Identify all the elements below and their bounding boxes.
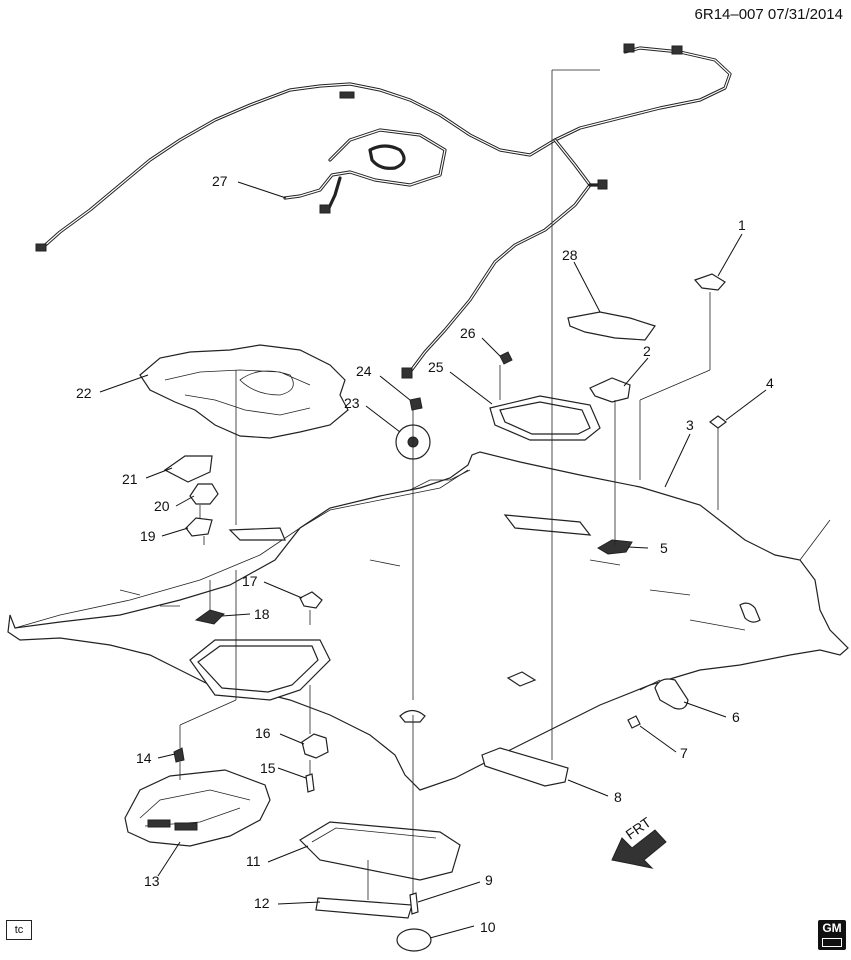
part-13-button-a [147, 819, 171, 828]
part-13-console [124, 769, 271, 847]
part-7-screw [627, 715, 641, 729]
callout-numbers: 1 2 3 4 5 6 7 8 9 10 11 12 13 14 15 16 1… [76, 173, 774, 935]
callout-19: 19 [140, 528, 156, 544]
part-8-lamp [481, 747, 569, 787]
callout-7: 7 [680, 745, 688, 761]
callout-13: 13 [144, 873, 160, 889]
part-22-detail [164, 369, 311, 416]
part-11-sunvisor [299, 821, 461, 881]
callout-27: 27 [212, 173, 228, 189]
part-16-bracket [301, 733, 329, 759]
callout-10: 10 [480, 919, 496, 935]
part-14-clip [173, 747, 185, 763]
callout-4: 4 [766, 375, 774, 391]
assembly-centerlines [179, 69, 746, 900]
callout-2: 2 [643, 343, 651, 359]
front-direction-arrow [611, 829, 667, 869]
callout-6: 6 [732, 709, 740, 725]
callout-21: 21 [122, 471, 138, 487]
part-28-pad [567, 311, 656, 341]
part-1-bracket [693, 273, 726, 291]
part-2-bracket [589, 377, 631, 403]
headliner [7, 451, 849, 791]
part-12-label [315, 897, 413, 919]
part-4-clip [709, 415, 727, 429]
callout-23: 23 [344, 395, 360, 411]
gm-logo-underline [822, 938, 842, 947]
callout-17: 17 [242, 573, 258, 589]
part-19-bracket [185, 517, 213, 537]
callout-5: 5 [660, 540, 668, 556]
callout-26: 26 [460, 325, 476, 341]
part-9-screw [409, 892, 419, 915]
callout-14: 14 [136, 750, 152, 766]
part-24-clip [409, 397, 423, 411]
callout-9: 9 [485, 872, 493, 888]
part-11-detail [311, 827, 437, 843]
callout-24: 24 [356, 363, 372, 379]
part-15-screw [305, 773, 315, 793]
callout-20: 20 [154, 498, 170, 514]
part-21-pad [163, 455, 213, 483]
callout-15: 15 [260, 760, 276, 776]
callout-leaders [99, 181, 767, 939]
part-22-bracket [139, 344, 349, 439]
callout-3: 3 [686, 417, 694, 433]
wiring-harness [35, 43, 732, 379]
part-17-bracket [299, 591, 323, 609]
part-18-pad [194, 609, 225, 625]
part-26-clip [499, 351, 513, 365]
gm-logo-text: GM [822, 921, 842, 935]
callout-18: 18 [254, 606, 270, 622]
part-6-handle [654, 678, 689, 710]
callout-28: 28 [562, 247, 578, 263]
callout-11: 11 [246, 853, 261, 869]
callout-1: 1 [738, 217, 746, 233]
callout-8: 8 [614, 789, 622, 805]
callout-25: 25 [428, 359, 444, 375]
callout-22: 22 [76, 385, 92, 401]
gm-logo: GM [818, 920, 846, 950]
callout-16: 16 [255, 725, 271, 741]
part-10-cap [396, 928, 432, 952]
part-25-inner [499, 401, 591, 435]
part-20-clip [189, 483, 219, 505]
document-id: 6R14–007 07/31/2014 [694, 6, 843, 23]
callout-12: 12 [254, 895, 270, 911]
part-13-button-b [174, 822, 198, 831]
tc-label: tc [6, 920, 32, 940]
